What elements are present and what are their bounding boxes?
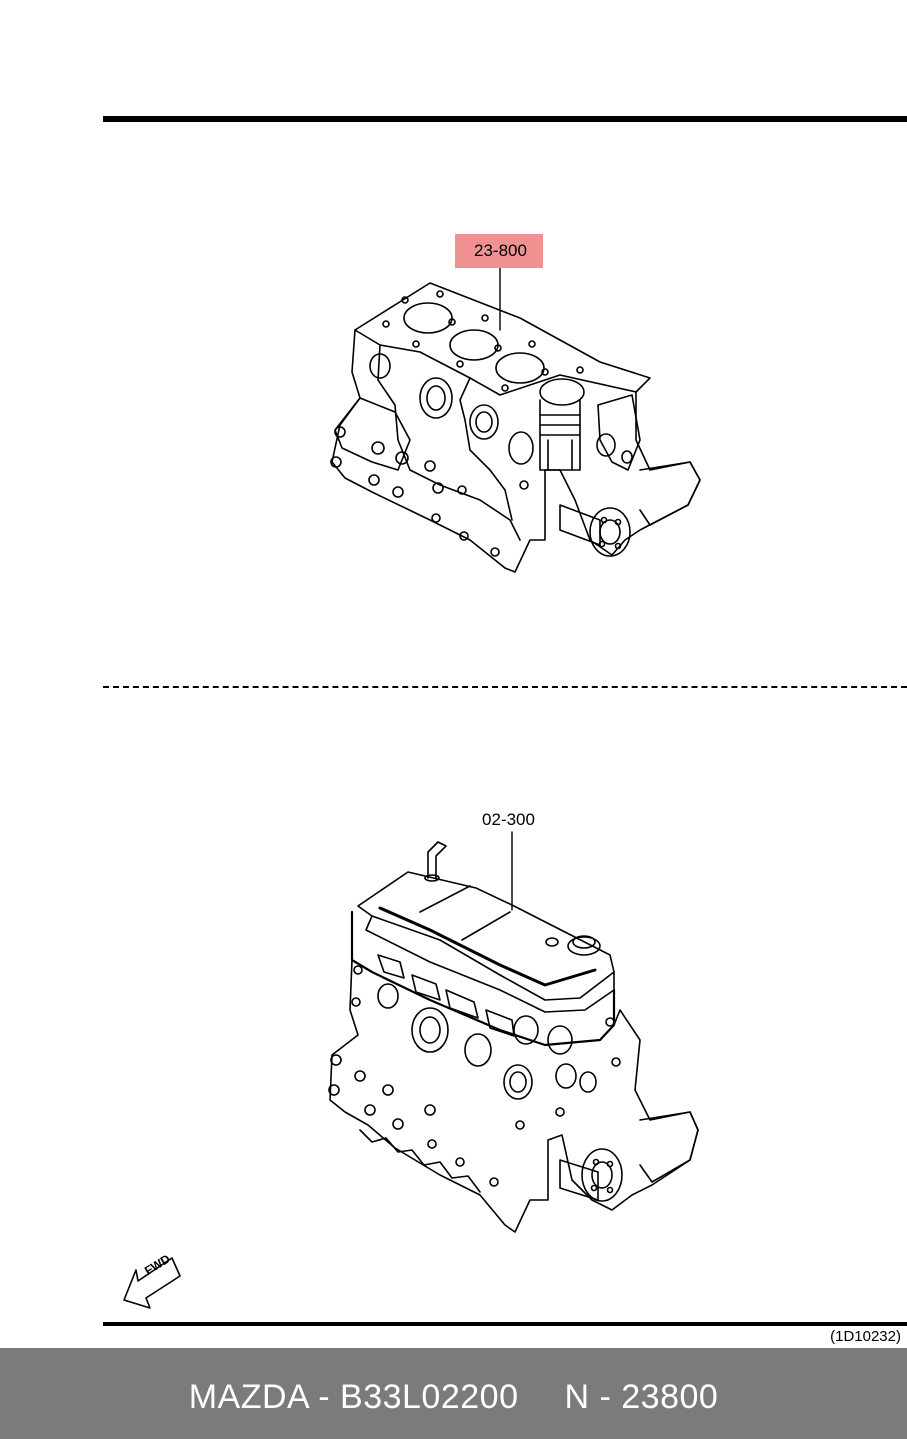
- cylinder-block-drawing: [330, 267, 701, 573]
- footer-bar: [0, 1348, 907, 1439]
- footer-caption: MAZDA - B33L02200 N - 23800: [0, 1378, 907, 1417]
- fwd-arrow-icon: [123, 1257, 181, 1309]
- part-highlight: [455, 234, 543, 268]
- callout-cylinder-block[interactable]: 23-800: [474, 241, 527, 260]
- top-divider: [103, 116, 907, 122]
- reference-code: (1D10232): [830, 1328, 901, 1345]
- callout-engine-assembly[interactable]: 02-300: [482, 810, 535, 829]
- engine-diagram: [123, 267, 701, 1309]
- footer-part-number: N - 23800: [564, 1378, 719, 1416]
- engine-assembly-drawing: [328, 831, 699, 1233]
- footer-brand: MAZDA - B33L02200: [188, 1378, 519, 1416]
- bottom-divider: [103, 1322, 907, 1326]
- section-divider: [103, 686, 907, 688]
